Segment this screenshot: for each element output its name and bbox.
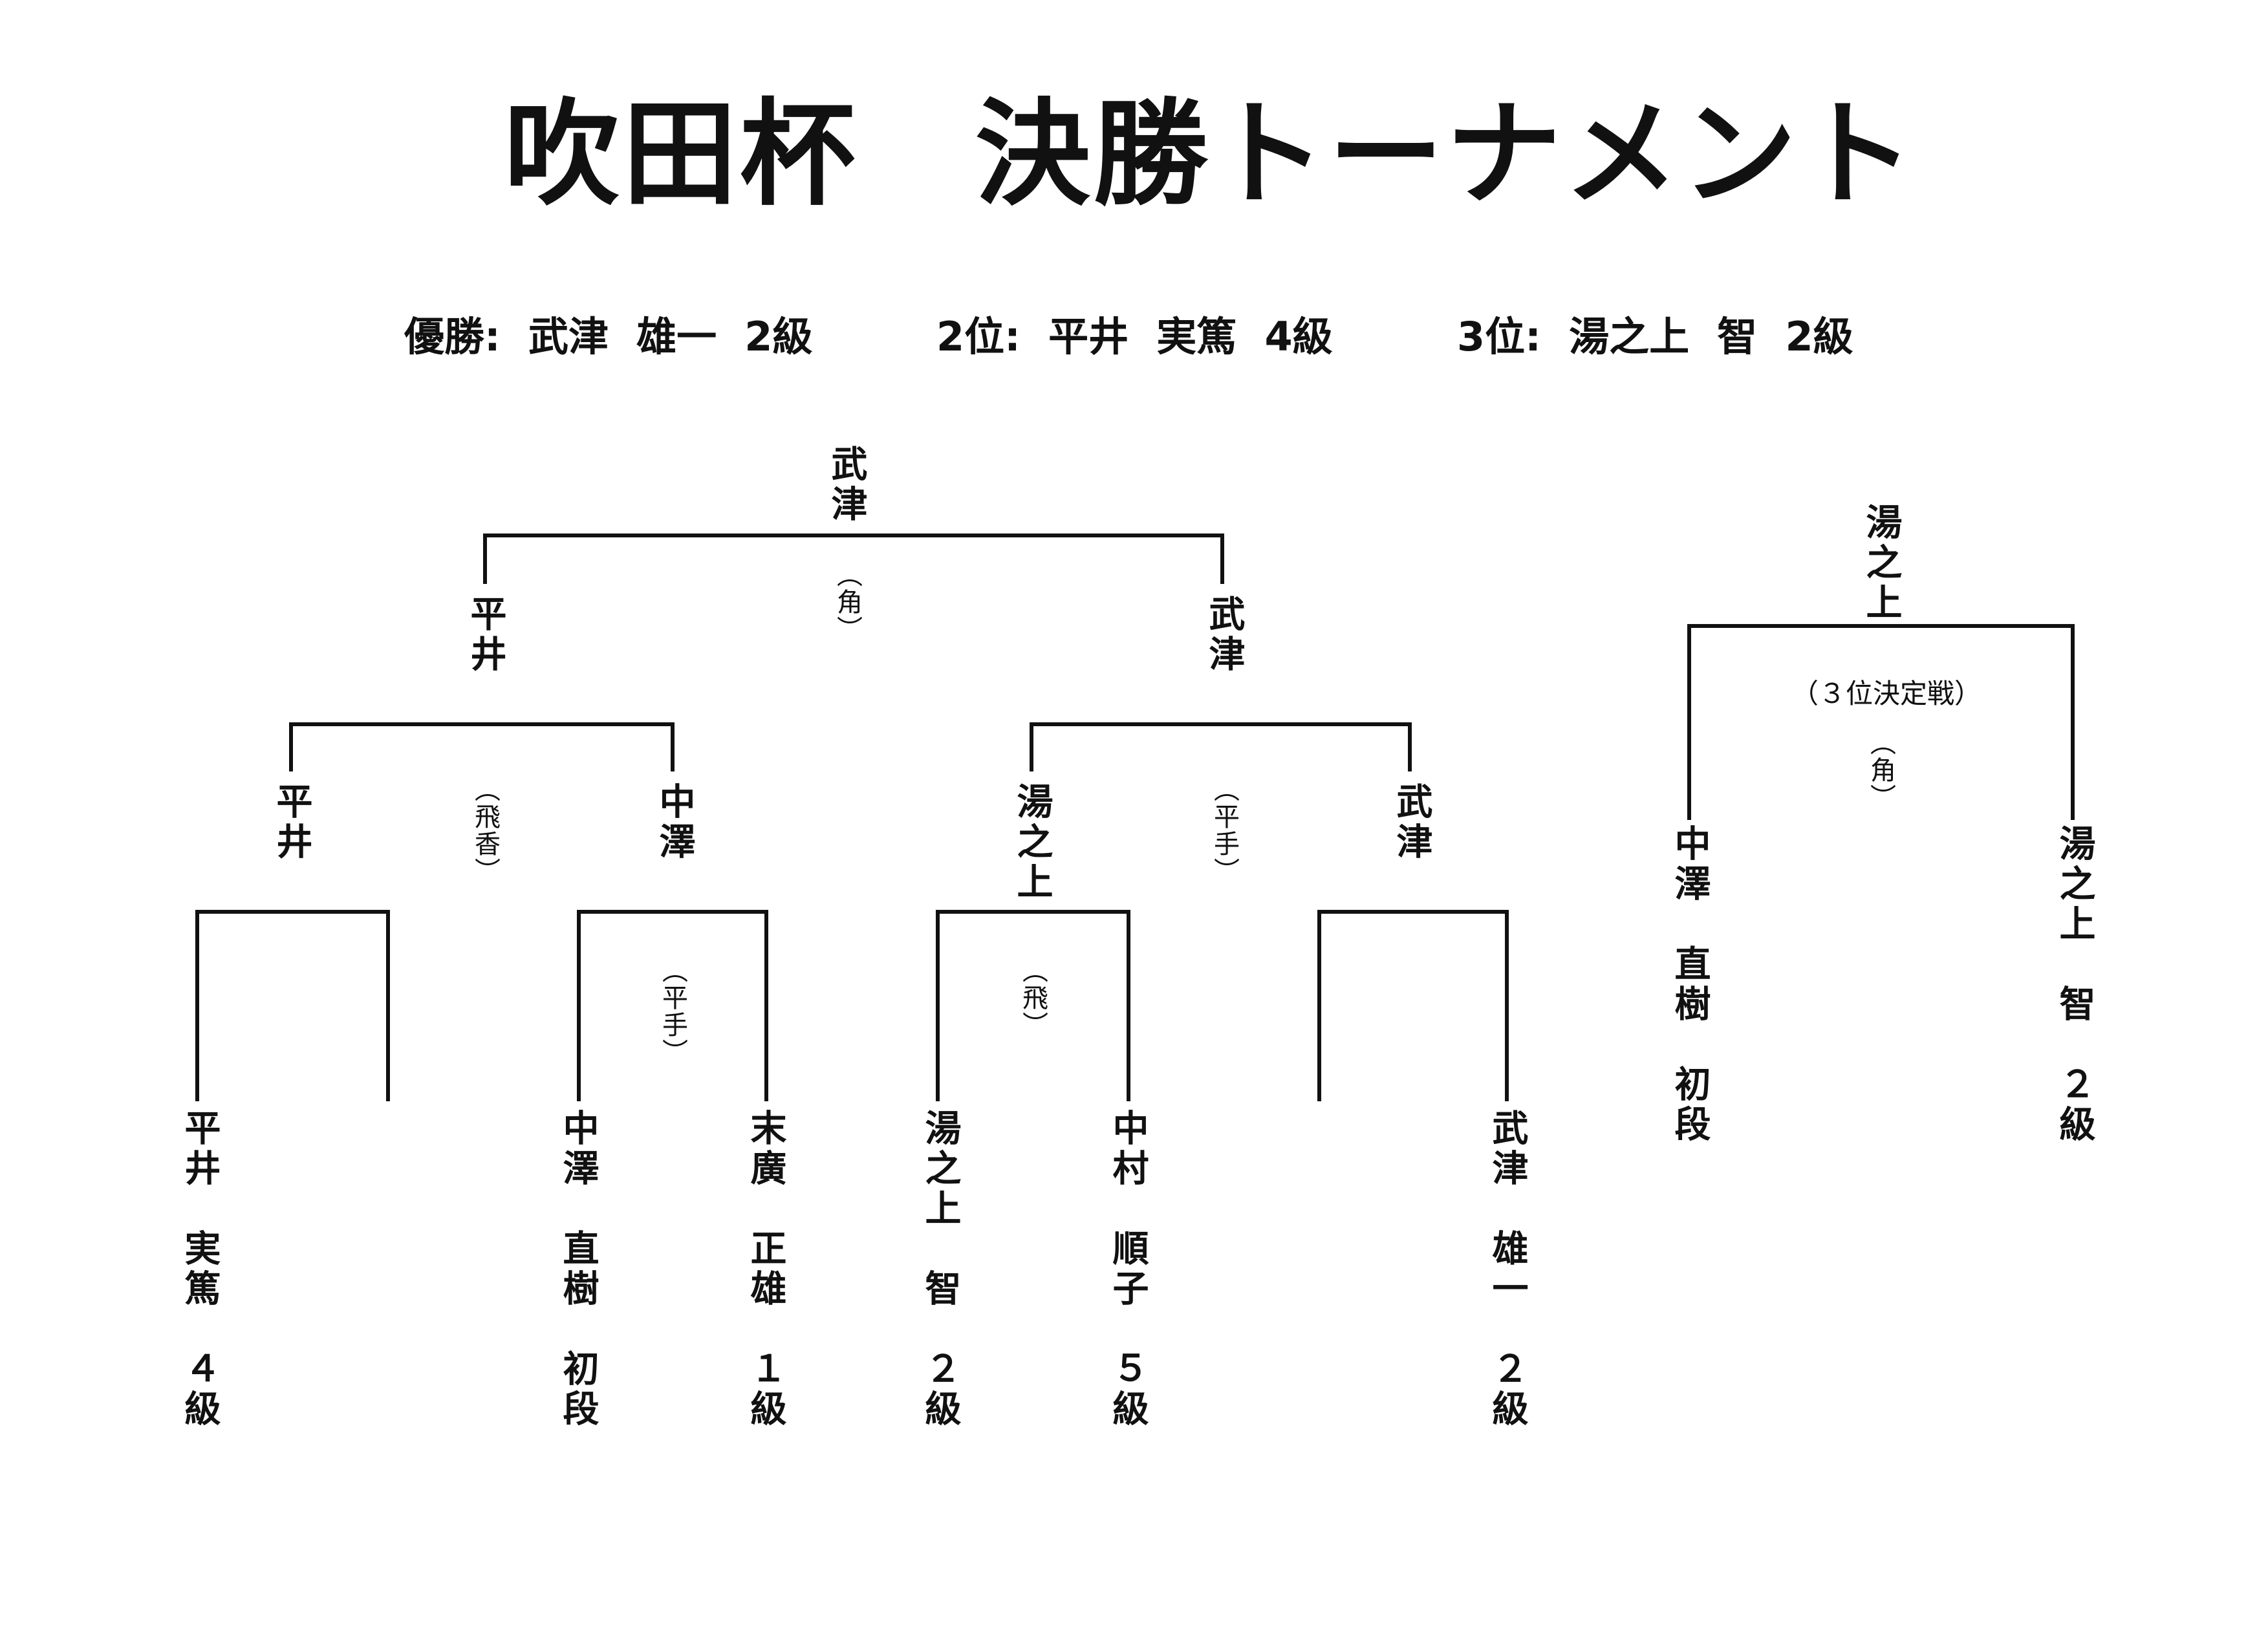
- page-title: 吹田杯 決勝トーナメント: [504, 87, 1917, 221]
- winner-sf-2: 武津: [1203, 595, 1245, 675]
- bracket-r1-2: [577, 910, 768, 1101]
- handicap-third: （角）: [1866, 729, 1895, 811]
- handicap-r1-3: （飛）: [1018, 957, 1048, 1039]
- handicap-r2-2: （平手）: [1209, 776, 1239, 885]
- winner-r1-3: 湯之上: [1011, 782, 1053, 903]
- bracket-r1-4: [1317, 910, 1509, 1101]
- player-hirai: 平井 実篤 ４級: [178, 1109, 221, 1430]
- champion-result: 優勝: 武津 雄一 2級: [404, 313, 813, 360]
- bracket-r1-1: [195, 910, 390, 1101]
- third-place-left-player: 中澤 直樹 初段: [1669, 824, 1711, 1145]
- handicap-final: （角）: [832, 561, 862, 643]
- winner-r1-2: 中澤: [653, 782, 695, 863]
- bracket-final: [483, 534, 1224, 584]
- winner-sf-1: 平井: [464, 595, 506, 675]
- bracket-r1-3: [936, 910, 1130, 1101]
- bracket-r2-1: [289, 722, 675, 771]
- runner-up-result: 2位: 平井 実篤 4級: [936, 313, 1333, 360]
- handicap-r1-2: （平手）: [658, 957, 687, 1066]
- champion-name: 武津: [825, 445, 867, 525]
- third-place-result: 3位: 湯之上 智 2級: [1457, 313, 1853, 360]
- player-nakazawa: 中澤 直樹 初段: [557, 1109, 599, 1430]
- player-takezu: 武津 雄一 ２級: [1486, 1109, 1528, 1430]
- winner-r1-1: 平井: [270, 782, 312, 863]
- bracket-r2-2: [1030, 722, 1412, 771]
- handicap-r2-1: （飛香）: [470, 776, 500, 885]
- winner-r1-4: 武津: [1390, 782, 1432, 863]
- third-place-right-player: 湯之上 智 ２級: [2053, 824, 2095, 1145]
- third-place-label: （３位決定戦）: [1791, 678, 1982, 709]
- third-place-winner: 湯之上: [1860, 503, 1902, 623]
- player-nakamura: 中村 順子 ５級: [1107, 1109, 1149, 1430]
- player-suehiro: 末廣 正雄 １級: [744, 1109, 786, 1430]
- player-yunoue: 湯之上 智 ２級: [919, 1109, 961, 1430]
- bracket-third-place: [1687, 624, 2075, 820]
